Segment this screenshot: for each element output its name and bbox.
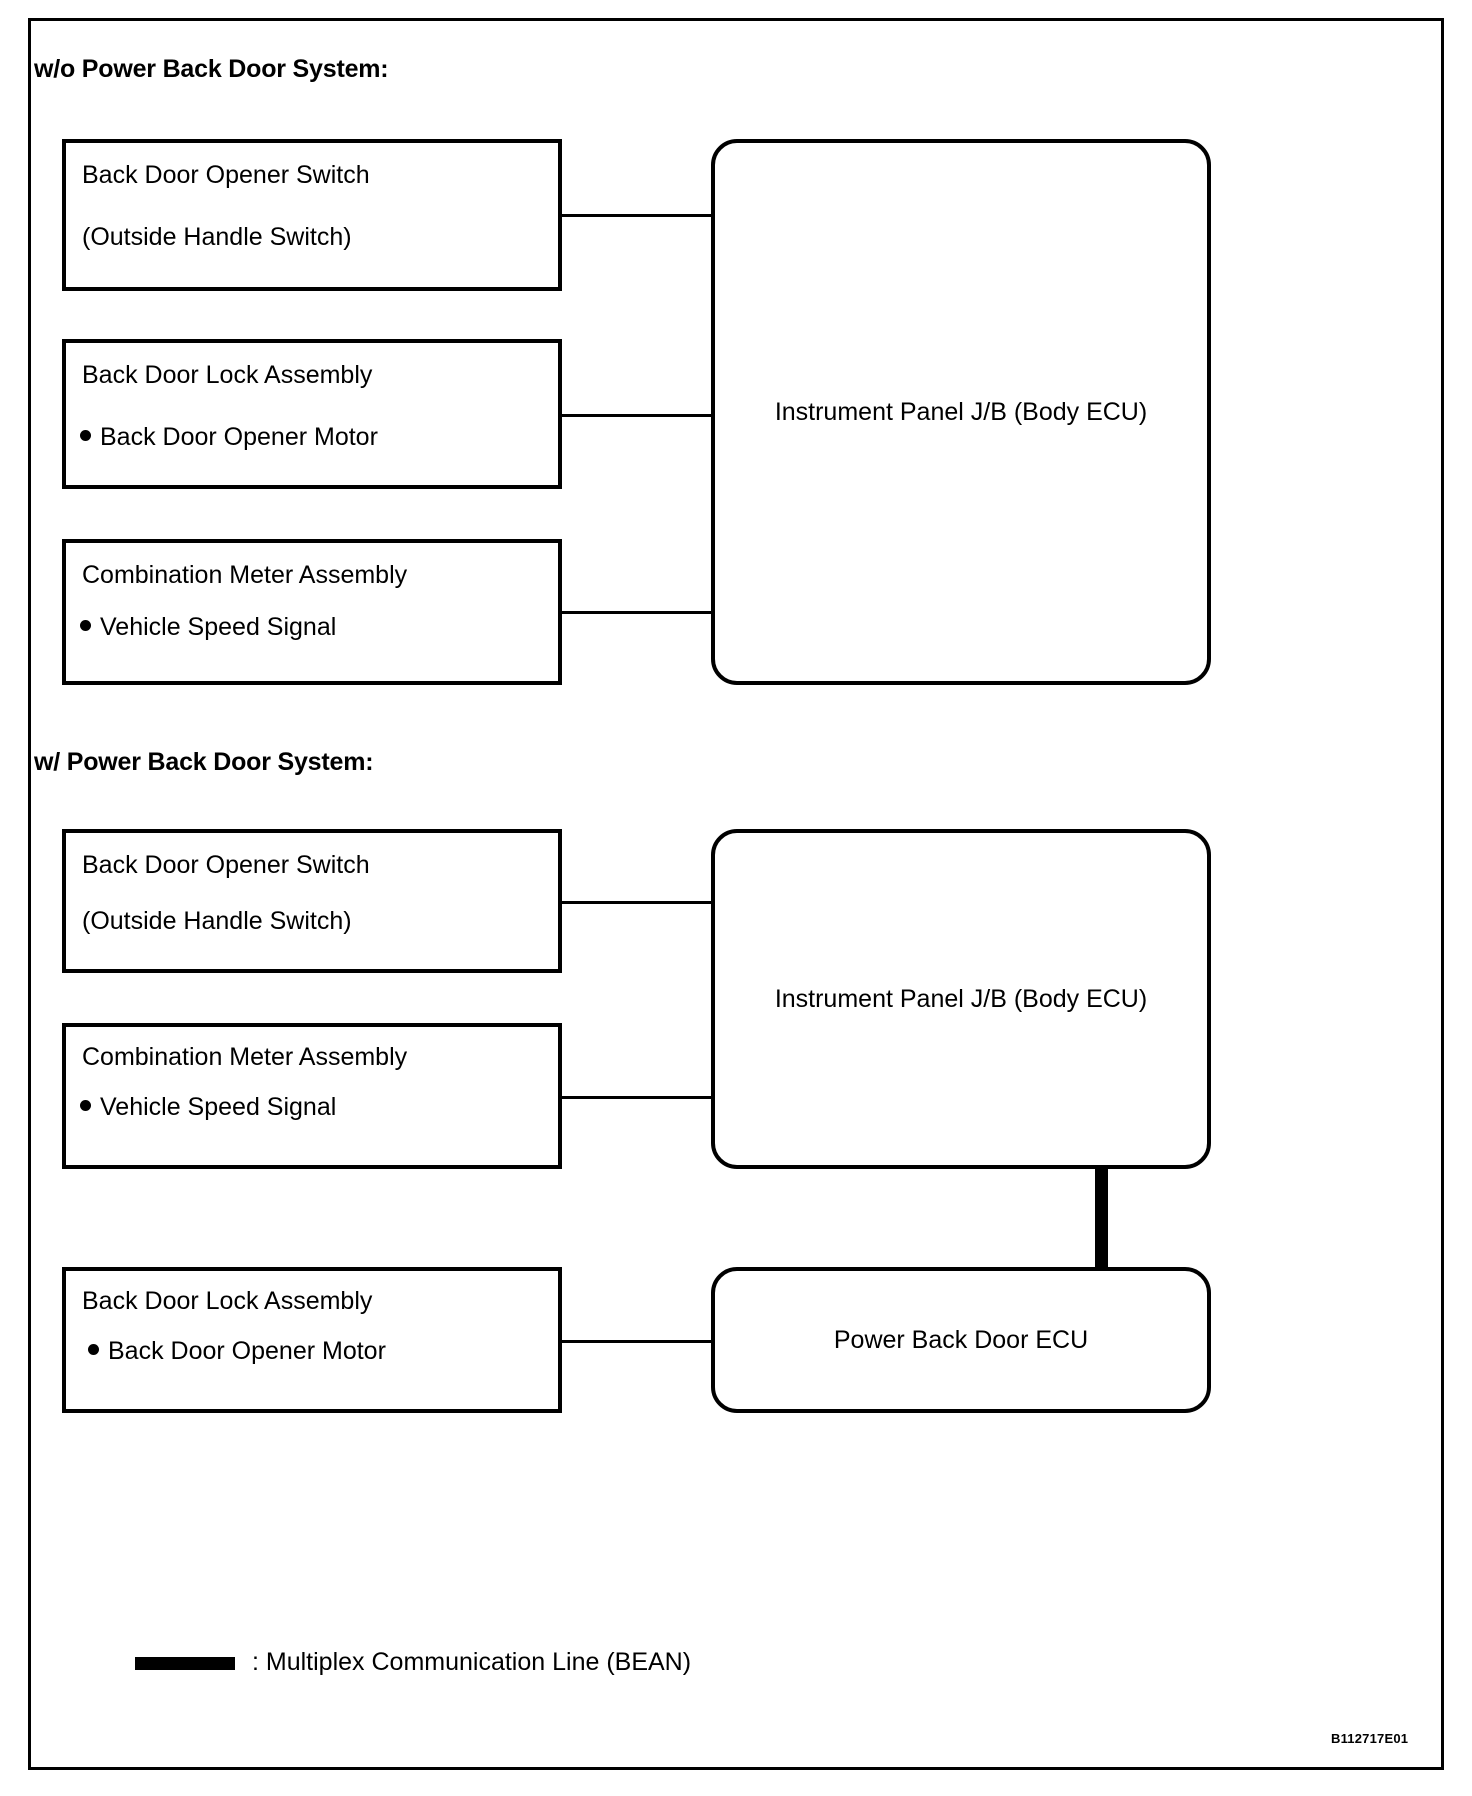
ecu-label: Power Back Door ECU <box>833 1325 1089 1354</box>
section-heading-with-power-back-door: w/ Power Back Door System: <box>34 748 374 776</box>
component-title: Combination Meter Assembly <box>82 561 408 589</box>
connector-line-lock-to-power-back-door-ecu <box>562 1340 711 1343</box>
reference-code: B112717E01 <box>1331 1731 1409 1746</box>
component-box-combination-meter-assembly-1: Combination Meter Assembly Vehicle Speed… <box>62 539 562 685</box>
ecu-box-instrument-panel-jb-1: Instrument Panel J/B (Body ECU) <box>711 139 1211 685</box>
component-box-back-door-lock-assembly-2: Back Door Lock Assembly Back Door Opener… <box>62 1267 562 1413</box>
component-title: Back Door Opener Switch <box>82 161 370 189</box>
component-subtitle: (Outside Handle Switch) <box>82 907 352 935</box>
connector-line-meter-to-body-ecu-1 <box>562 611 711 614</box>
connector-line-meter-to-body-ecu-2 <box>562 1096 711 1099</box>
component-bullet-label: Back Door Opener Motor <box>108 1337 386 1365</box>
section-heading-without-power-back-door: w/o Power Back Door System: <box>34 55 389 83</box>
component-box-combination-meter-assembly-2: Combination Meter Assembly Vehicle Speed… <box>62 1023 562 1169</box>
ecu-label: Instrument Panel J/B (Body ECU) <box>774 397 1148 426</box>
ecu-box-instrument-panel-jb-2: Instrument Panel J/B (Body ECU) <box>711 829 1211 1169</box>
connector-line-switch-to-body-ecu-2 <box>562 901 711 904</box>
multiplex-communication-line-bean <box>1095 1169 1108 1268</box>
component-bullet: Back Door Opener Motor <box>88 1337 386 1366</box>
ecu-box-power-back-door-ecu: Power Back Door ECU <box>711 1267 1211 1413</box>
legend-label: : Multiplex Communication Line (BEAN) <box>252 1648 692 1676</box>
bullet-dot-icon <box>80 430 91 441</box>
connector-line-lock-to-body-ecu-1 <box>562 414 711 417</box>
component-box-back-door-opener-switch-1: Back Door Opener Switch (Outside Handle … <box>62 139 562 291</box>
legend-line-swatch-icon <box>135 1657 235 1670</box>
component-bullet: Vehicle Speed Signal <box>80 1093 336 1122</box>
component-bullet-label: Vehicle Speed Signal <box>100 1093 337 1121</box>
component-title: Combination Meter Assembly <box>82 1043 408 1071</box>
connector-line-switch-to-body-ecu-1 <box>562 214 711 217</box>
bullet-dot-icon <box>88 1344 99 1355</box>
component-box-back-door-opener-switch-2: Back Door Opener Switch (Outside Handle … <box>62 829 562 973</box>
component-bullet-label: Vehicle Speed Signal <box>100 613 337 641</box>
bullet-dot-icon <box>80 620 91 631</box>
component-title: Back Door Lock Assembly <box>82 1287 373 1315</box>
component-bullet: Vehicle Speed Signal <box>80 613 336 642</box>
page-border <box>28 18 1444 1770</box>
component-title: Back Door Lock Assembly <box>82 361 373 389</box>
component-subtitle: (Outside Handle Switch) <box>82 223 352 251</box>
component-bullet-label: Back Door Opener Motor <box>100 423 378 451</box>
component-title: Back Door Opener Switch <box>82 851 370 879</box>
component-bullet: Back Door Opener Motor <box>80 423 378 452</box>
component-box-back-door-lock-assembly-1: Back Door Lock Assembly Back Door Opener… <box>62 339 562 489</box>
ecu-label: Instrument Panel J/B (Body ECU) <box>774 984 1148 1013</box>
bullet-dot-icon <box>80 1100 91 1111</box>
